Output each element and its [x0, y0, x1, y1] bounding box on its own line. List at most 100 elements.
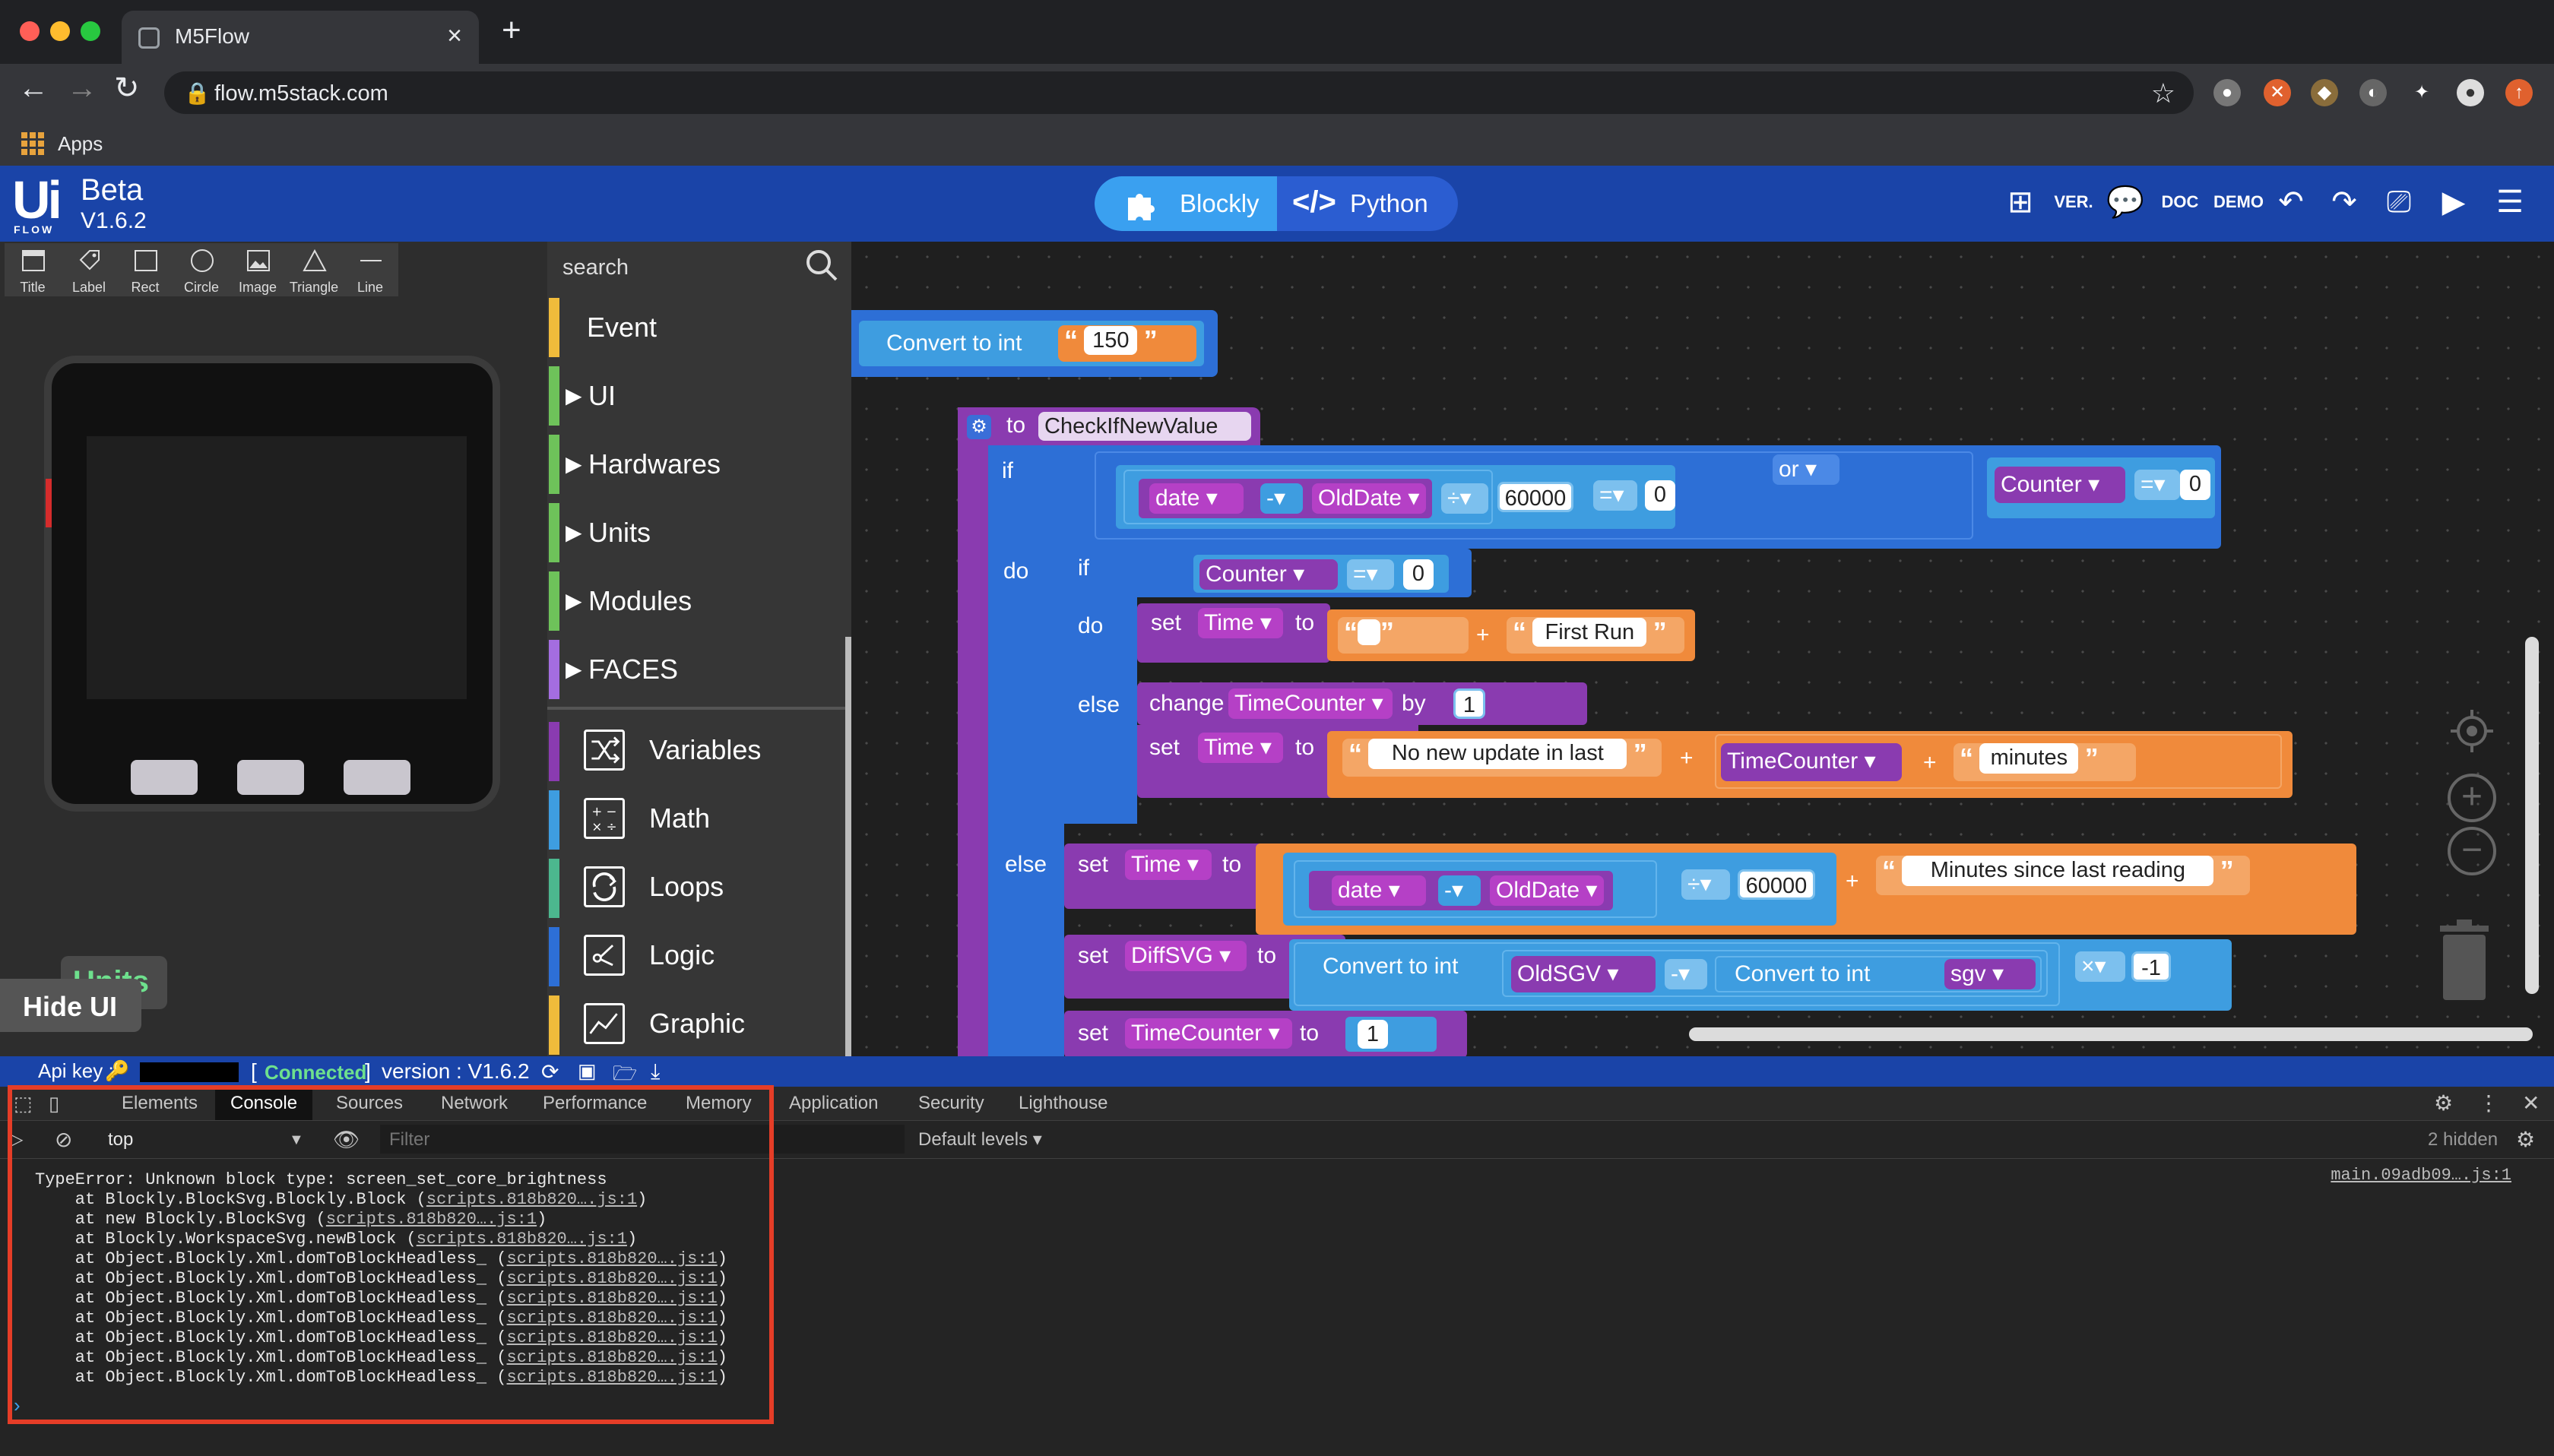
search-icon[interactable]	[804, 248, 839, 283]
date-variable[interactable]: date ▾	[1332, 875, 1426, 906]
equals-operator[interactable]: =▾	[1593, 480, 1637, 511]
extension-icon[interactable]: ●	[2213, 79, 2241, 106]
eye-icon[interactable]: 👁	[333, 1128, 360, 1151]
stack-source-link[interactable]: scripts.818b820….js:1	[426, 1190, 638, 1209]
subtract-block[interactable]: OldSGV ▾ -▾ Convert to int sgv ▾	[1502, 950, 2048, 997]
extension-icon[interactable]: ✕	[2264, 79, 2291, 106]
category-hardwares[interactable]: ▶Hardwares	[547, 435, 850, 494]
equals-operator[interactable]: =▾	[1347, 559, 1394, 590]
zero-field[interactable]: 0	[2180, 470, 2210, 500]
divide-operator[interactable]: ÷▾	[1681, 869, 1730, 900]
zoom-in-icon[interactable]: +	[2448, 774, 2496, 822]
empty-string-block[interactable]: “”	[1338, 617, 1469, 654]
inner-if-block[interactable]: if Counter ▾ =▾ 0	[1064, 549, 1472, 597]
function-definition-block[interactable]: ⚙ to CheckIfNewValue	[958, 407, 1260, 445]
workspace-horizontal-scrollbar[interactable]	[1689, 1027, 2533, 1041]
ui-tool-title[interactable]: Title	[5, 243, 61, 296]
console-settings-icon[interactable]: ⚙	[2516, 1128, 2536, 1151]
sidebar-toggle-icon[interactable]: ▷	[9, 1129, 24, 1150]
bookmark-star-icon[interactable]: ☆	[2150, 78, 2175, 109]
multiplier-field[interactable]: -1	[2131, 951, 2171, 982]
run-icon[interactable]: ▶	[2442, 185, 2466, 219]
time-variable[interactable]: Time ▾	[1198, 733, 1283, 763]
timecounter-variable[interactable]: TimeCounter ▾	[1721, 743, 1902, 781]
category-scrollbar[interactable]	[845, 637, 851, 1056]
stack-source-link[interactable]: scripts.818b820….js:1	[416, 1230, 627, 1249]
minus-operator[interactable]: -▾	[1260, 483, 1303, 514]
value-slot[interactable]: 150	[1084, 326, 1138, 356]
workspace-vertical-scrollbar[interactable]	[2525, 637, 2539, 994]
profile-icon[interactable]: ●	[2457, 79, 2484, 106]
division-block[interactable]: date ▾ -▾ OldDate ▾ ÷▾ 60000	[1283, 853, 1836, 926]
category-faces[interactable]: ▶FACES	[547, 640, 850, 699]
device-screen[interactable]	[87, 436, 467, 699]
device-button-c[interactable]	[344, 760, 410, 795]
key-icon[interactable]: 🔑	[105, 1059, 130, 1082]
devtools-tab-network[interactable]: Network	[441, 1093, 509, 1113]
window-minimize-button[interactable]	[50, 21, 70, 41]
minutes-since-field[interactable]: Minutes since last reading	[1902, 856, 2214, 887]
counter-variable[interactable]: Counter ▾	[1995, 467, 2125, 503]
puzzle-icon[interactable]: ✦	[2413, 82, 2430, 103]
devtools-tab-sources[interactable]: Sources	[336, 1093, 404, 1113]
minutes-string-block[interactable]: “ minutes ”	[1954, 743, 2136, 781]
date-variable[interactable]: date ▾	[1149, 483, 1244, 514]
stack-source-link[interactable]: scripts.818b820….js:1	[506, 1249, 718, 1268]
category-logic[interactable]: Logic	[547, 927, 850, 986]
ui-tool-image[interactable]: Image	[230, 243, 286, 296]
no-update-field[interactable]: No new update in last	[1368, 739, 1627, 770]
join-text-block[interactable]: date ▾ -▾ OldDate ▾ ÷▾ 60000 + “ Minutes…	[1256, 844, 2356, 935]
window-maximize-button[interactable]	[81, 21, 100, 41]
timecounter-variable[interactable]: TimeCounter ▾	[1228, 688, 1393, 719]
device-toggle-icon[interactable]: ▯	[49, 1092, 60, 1115]
apps-grid-icon[interactable]	[21, 132, 44, 155]
divisor-field[interactable]: 60000	[1738, 869, 1815, 900]
hide-ui-button[interactable]: Hide UI	[0, 979, 141, 1032]
stack-source-link[interactable]: scripts.818b820….js:1	[506, 1269, 718, 1288]
time-variable[interactable]: Time ▾	[1198, 608, 1283, 638]
by-value-field[interactable]: 1	[1453, 688, 1485, 719]
minutes-field[interactable]: minutes	[1979, 743, 2079, 774]
redo-icon[interactable]: ↷	[2331, 185, 2357, 219]
new-file-icon[interactable]: ⊞	[2007, 185, 2033, 219]
number-block[interactable]: 1	[1345, 1017, 1437, 1052]
minus-operator[interactable]: -▾	[1438, 875, 1481, 906]
subtract-wrapper[interactable]: Convert to int OldSGV ▾ -▾ Convert to in…	[1294, 942, 2060, 1006]
new-tab-button[interactable]: +	[502, 11, 521, 49]
doc-icon[interactable]: DOC	[2161, 192, 2199, 211]
subtract-wrapper[interactable]: date ▾ -▾ OldDate ▾	[1294, 860, 1657, 918]
category-search[interactable]: search	[547, 242, 851, 298]
join-text-block[interactable]: “” + “ First Run ”	[1327, 609, 1695, 661]
filter-input[interactable]	[388, 1126, 892, 1154]
category-graphic[interactable]: Graphic	[547, 995, 850, 1055]
convert-to-int-block[interactable]: Convert to int sgv ▾	[1715, 956, 2042, 992]
convert-to-int-inner[interactable]: Convert to int “ 150 ”	[859, 321, 1204, 366]
device-button-a[interactable]	[131, 760, 198, 795]
gear-icon[interactable]: ⚙	[967, 415, 991, 439]
convert-to-int-block[interactable]: Convert to int “ 150 ”	[851, 310, 1218, 377]
category-math[interactable]: + −× ÷Math	[547, 790, 850, 850]
devtools-tab-elements[interactable]: Elements	[122, 1093, 198, 1113]
ui-tool-rect[interactable]: Rect	[117, 243, 173, 296]
log-levels-select[interactable]: Default levels ▾	[918, 1129, 1042, 1150]
device-button-b[interactable]	[237, 760, 304, 795]
nested-join-block[interactable]: TimeCounter ▾ + “ minutes ”	[1715, 734, 2282, 789]
blockly-workspace[interactable]: Convert to int “ 150 ” ⚙ to CheckIfNewVa…	[851, 242, 2554, 1056]
context-select[interactable]: top	[108, 1129, 134, 1150]
multiply-block[interactable]: Convert to int OldSGV ▾ -▾ Convert to in…	[1289, 939, 2232, 1011]
extension-icon[interactable]: ◆	[2311, 79, 2338, 106]
demo-icon[interactable]: DEMO	[2213, 192, 2264, 211]
oldsgv-variable[interactable]: OldSGV ▾	[1511, 956, 1656, 992]
inspect-element-icon[interactable]: ⬚	[14, 1092, 33, 1115]
ui-tool-line[interactable]: Line	[342, 243, 398, 296]
division-block[interactable]: date ▾ -▾ OldDate ▾ ÷▾	[1123, 470, 1493, 524]
back-icon[interactable]: ←	[18, 71, 49, 105]
if-condition-block[interactable]: if date ▾ -▾ OldDate ▾ ÷▾ 60000 =▾ 0 or …	[988, 445, 2221, 549]
console-prompt-icon[interactable]: ›	[14, 1394, 21, 1416]
version-icon[interactable]: VER.	[2054, 192, 2093, 211]
category-event[interactable]: Event	[547, 298, 850, 357]
blockly-mode-button[interactable]: Blockly	[1095, 176, 1277, 231]
timecounter-variable[interactable]: TimeCounter ▾	[1125, 1018, 1292, 1049]
source-link[interactable]: main.09adb09….js:1	[2331, 1166, 2511, 1185]
category-units[interactable]: ▶Units	[547, 503, 850, 562]
